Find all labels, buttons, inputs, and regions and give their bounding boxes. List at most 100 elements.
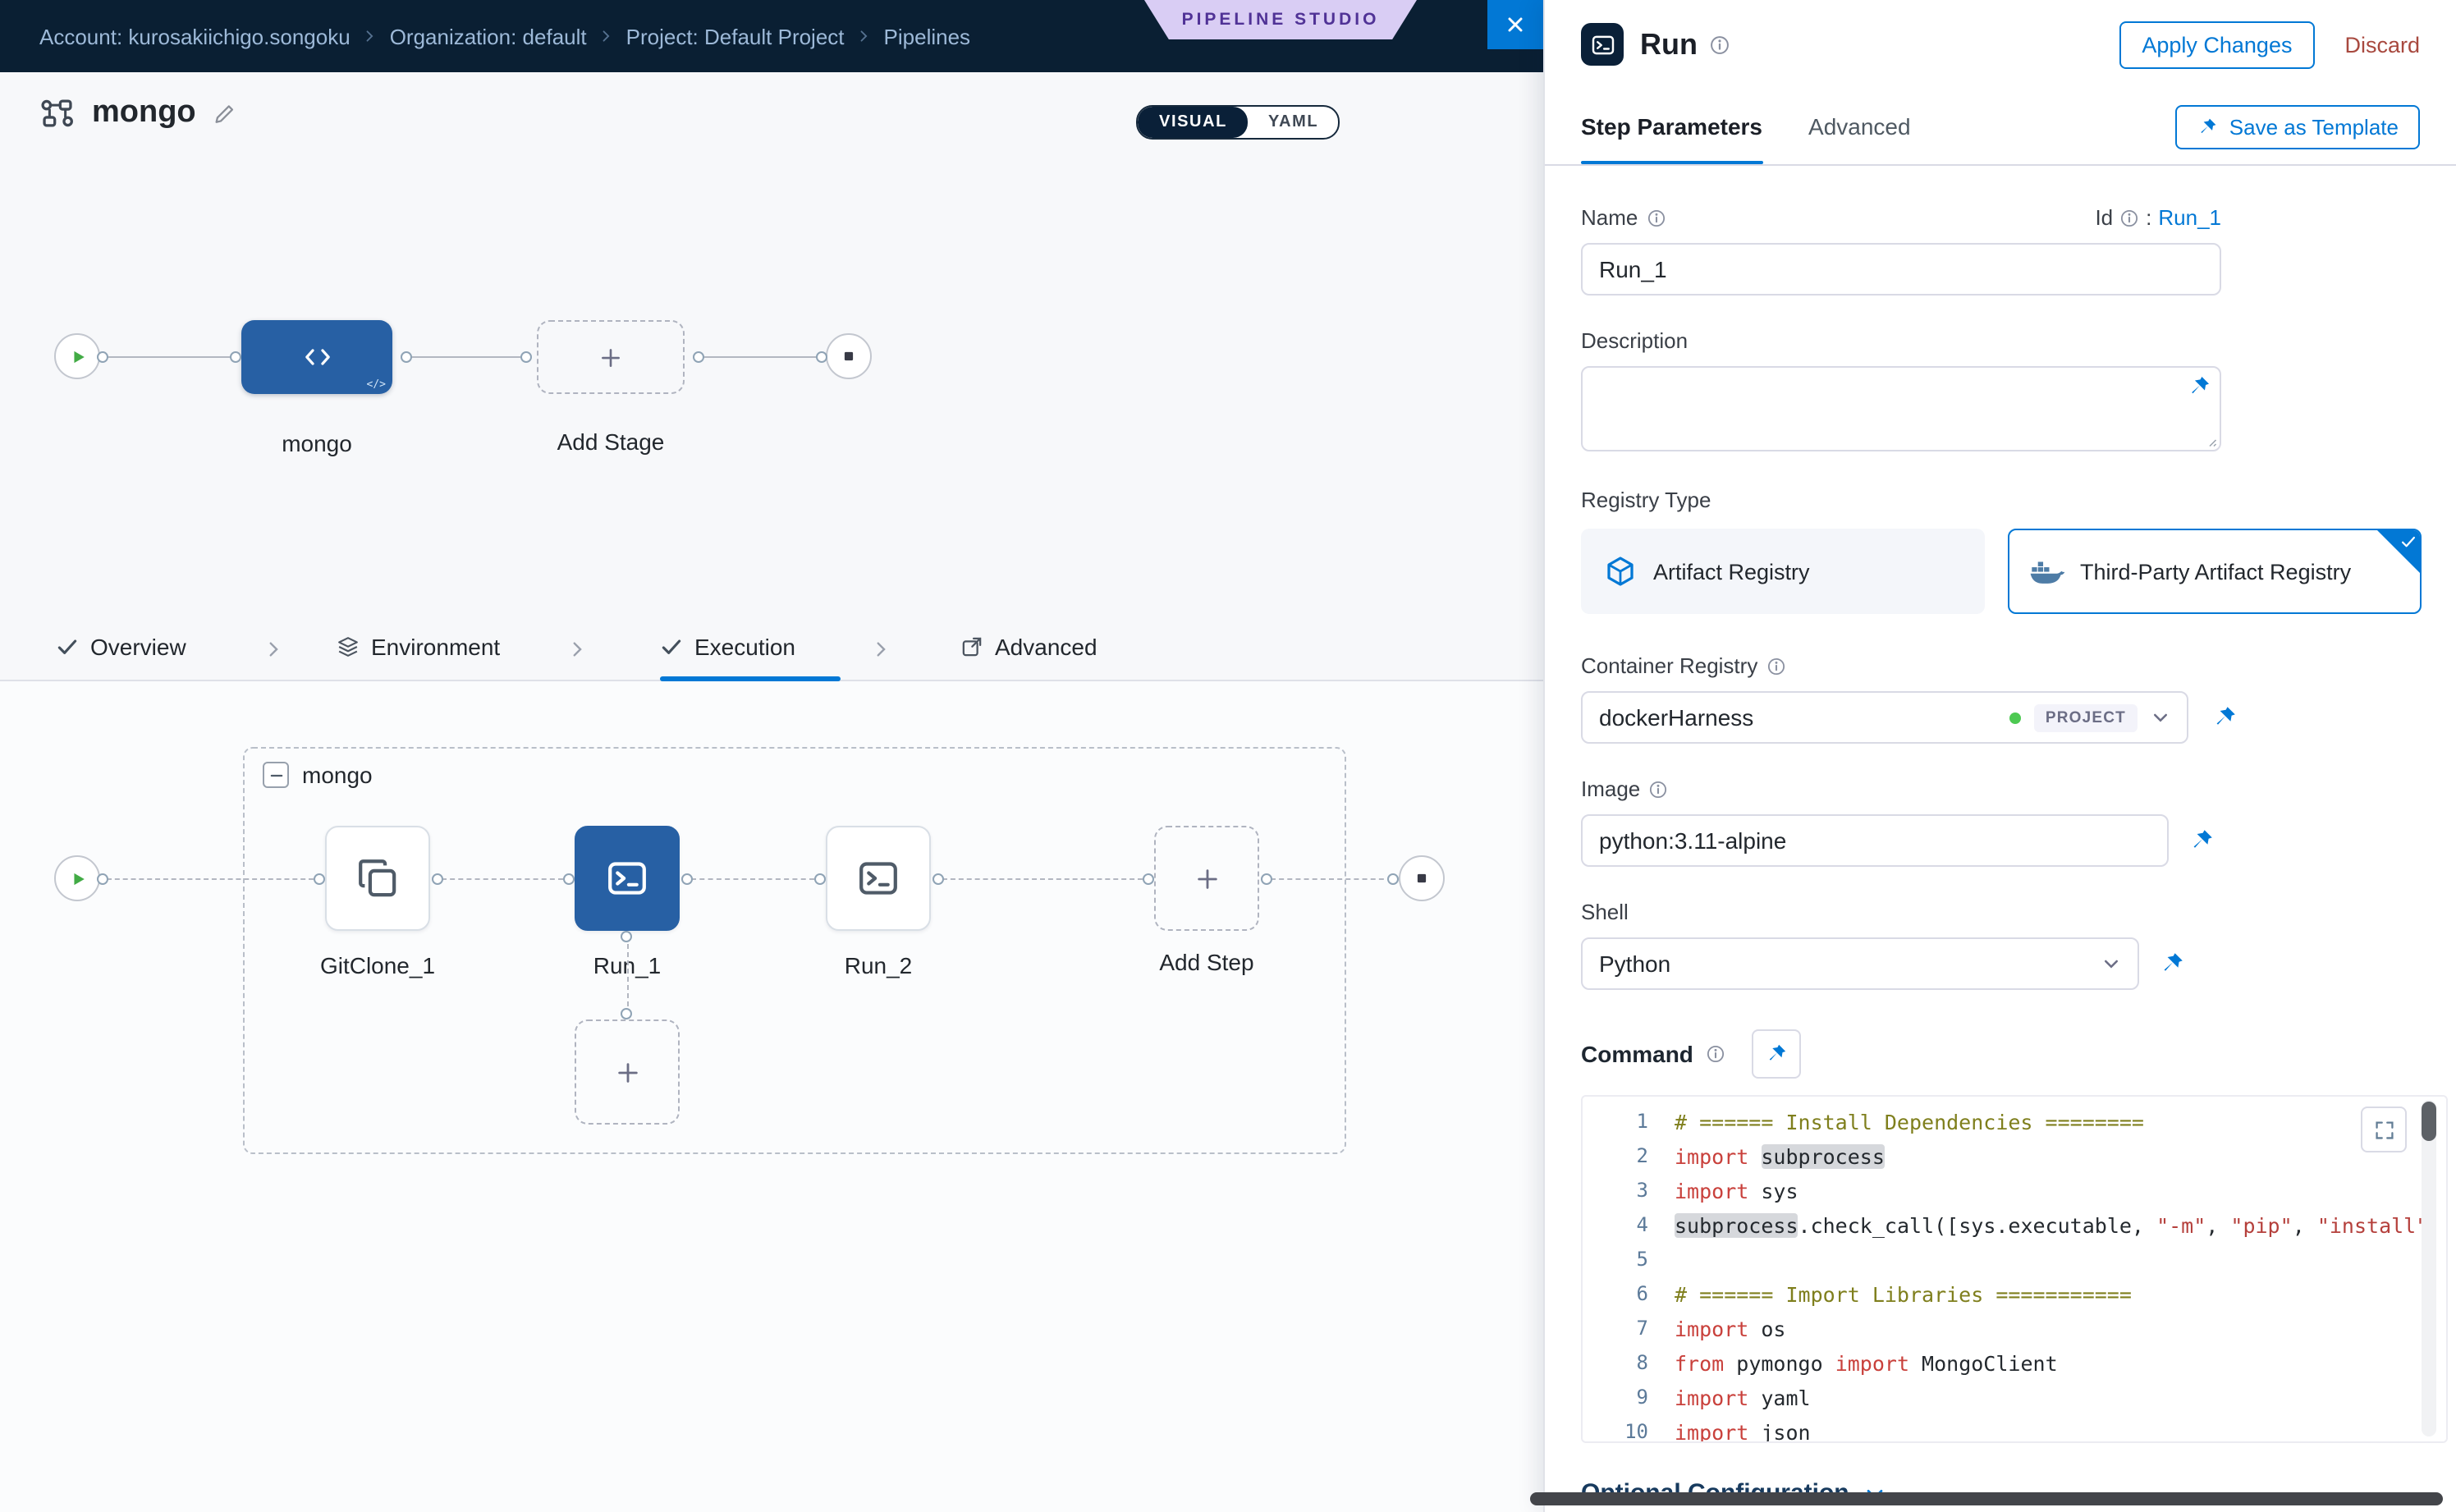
image-row <box>1581 814 2420 867</box>
toggle-visual[interactable]: VISUAL <box>1138 107 1249 138</box>
port <box>816 351 827 363</box>
plus-icon <box>615 1060 639 1084</box>
command-pin-button[interactable] <box>1753 1029 1802 1079</box>
command-label-row: Command <box>1581 1029 2420 1079</box>
description-input[interactable] <box>1581 366 2221 451</box>
active-tab-underline <box>1581 160 1762 164</box>
info-icon[interactable] <box>1766 656 1785 676</box>
editor-scrollbar-thumb[interactable] <box>2422 1102 2436 1141</box>
step-config-panel: Run Apply Changes Discard Step Parameter… <box>1543 0 2456 1512</box>
tab-step-parameters[interactable]: Step Parameters <box>1581 89 1762 164</box>
line-number: 9 <box>1583 1381 1675 1415</box>
breadcrumb-pipelines[interactable]: Pipelines <box>884 24 971 48</box>
code-text: import json <box>1675 1415 1811 1443</box>
command-label: Command <box>1581 1041 1693 1067</box>
shell-value: Python <box>1599 951 2101 977</box>
line-number: 3 <box>1583 1174 1675 1208</box>
line-number: 4 <box>1583 1208 1675 1243</box>
image-label: Image <box>1581 777 1640 801</box>
code-line: 10import json <box>1583 1415 2446 1443</box>
shell-row: Python <box>1581 937 2420 990</box>
code-text: import sys <box>1675 1174 1798 1208</box>
name-label: Name <box>1581 205 1638 230</box>
info-icon[interactable] <box>2119 208 2139 227</box>
breadcrumb-account[interactable]: Account: kurosakiichigo.songoku <box>39 24 351 48</box>
breadcrumb-organization[interactable]: Organization: default <box>390 24 587 48</box>
add-stage-button[interactable] <box>537 320 685 394</box>
pipeline-end-node[interactable] <box>826 333 872 379</box>
pipeline-title: mongo <box>92 95 196 131</box>
pipeline-title-group: mongo <box>39 95 237 131</box>
step-node-run-2[interactable] <box>826 826 931 931</box>
toggle-yaml[interactable]: YAML <box>1249 107 1338 138</box>
container-registry-label-group: Container Registry <box>1581 653 2420 678</box>
execution-end-node[interactable] <box>1399 855 1445 901</box>
edit-pencil-icon[interactable] <box>213 101 237 126</box>
environment-icon <box>337 635 360 658</box>
port <box>693 351 704 363</box>
collapse-group-button[interactable] <box>263 762 289 788</box>
add-step-button[interactable] <box>1154 826 1259 931</box>
tab-environment[interactable]: Environment <box>337 634 500 660</box>
pin-icon <box>1766 1042 1789 1065</box>
chevron-down-icon <box>2101 954 2121 974</box>
tab-execution[interactable]: Execution <box>660 634 795 660</box>
step-node-run-1[interactable] <box>575 826 680 931</box>
id-colon: : <box>2146 205 2151 230</box>
pipeline-start-node[interactable] <box>54 333 100 379</box>
pin-icon[interactable] <box>2188 827 2215 854</box>
tab-environment-label: Environment <box>371 634 500 660</box>
code-line: 9import yaml <box>1583 1381 2446 1415</box>
step-id-value[interactable]: Run_1 <box>2158 205 2221 230</box>
add-parallel-step-button[interactable] <box>575 1019 680 1125</box>
execution-start-node[interactable] <box>54 855 100 901</box>
pin-icon[interactable] <box>2211 704 2238 731</box>
expand-editor-button[interactable] <box>2361 1107 2407 1152</box>
port <box>1143 873 1154 885</box>
step-id-group: Id : Run_1 <box>2095 205 2221 230</box>
breadcrumb-project[interactable]: Project: Default Project <box>626 24 845 48</box>
panel-title: Run <box>1640 27 1698 62</box>
image-input[interactable] <box>1581 814 2169 867</box>
artifact-registry-card[interactable]: Artifact Registry <box>1581 529 1985 614</box>
stage-node-mongo[interactable]: </> <box>241 320 392 394</box>
pin-icon[interactable] <box>2159 951 2185 977</box>
step-node-gitclone-1[interactable] <box>325 826 430 931</box>
code-lines: 1# ====== Install Dependencies ========2… <box>1583 1097 2446 1443</box>
code-line: 4subprocess.check_call([sys.executable, … <box>1583 1208 2446 1243</box>
container-registry-select[interactable]: dockerHarness PROJECT <box>1581 691 2188 744</box>
tab-advanced-label: Advanced <box>995 634 1097 660</box>
plus-icon <box>1194 866 1219 891</box>
save-as-template-button[interactable]: Save as Template <box>2175 104 2420 149</box>
expand-icon <box>2373 1119 2394 1140</box>
shell-label: Shell <box>1581 900 2420 924</box>
terminal-icon <box>857 857 900 900</box>
name-input[interactable] <box>1581 243 2221 296</box>
discard-button[interactable]: Discard <box>2344 32 2420 57</box>
artifact-registry-label: Artifact Registry <box>1653 559 1810 584</box>
code-text: subprocess.check_call([sys.executable, "… <box>1675 1208 2440 1243</box>
tab-advanced[interactable]: Advanced <box>960 634 1097 660</box>
info-icon[interactable] <box>1648 779 1668 799</box>
shell-select[interactable]: Python <box>1581 937 2139 990</box>
horizontal-scrollbar-thumb[interactable] <box>1530 1492 2443 1505</box>
tab-advanced-panel[interactable]: Advanced <box>1808 113 1911 140</box>
run-step-chip <box>1581 23 1624 66</box>
chevron-right-icon <box>856 28 873 44</box>
info-icon[interactable] <box>1707 1044 1726 1064</box>
apply-changes-button[interactable]: Apply Changes <box>2119 21 2315 68</box>
command-code-editor[interactable]: 1# ====== Install Dependencies ========2… <box>1581 1095 2448 1443</box>
port <box>932 873 944 885</box>
chevron-down-icon[interactable] <box>2151 708 2170 727</box>
visual-yaml-toggle: VISUAL YAML <box>1136 105 1340 140</box>
third-party-registry-card[interactable]: Third-Party Artifact Registry <box>2008 529 2422 614</box>
line-number: 8 <box>1583 1346 1675 1381</box>
resize-handle-icon[interactable] <box>2202 432 2218 448</box>
code-text: import yaml <box>1675 1381 1811 1415</box>
close-panel-button[interactable] <box>1487 0 1543 49</box>
info-icon[interactable] <box>1709 34 1730 55</box>
tab-overview[interactable]: Overview <box>56 634 186 660</box>
pin-icon[interactable] <box>2187 374 2211 399</box>
name-label-group: Name <box>1581 205 1666 230</box>
info-icon[interactable] <box>1646 208 1666 227</box>
